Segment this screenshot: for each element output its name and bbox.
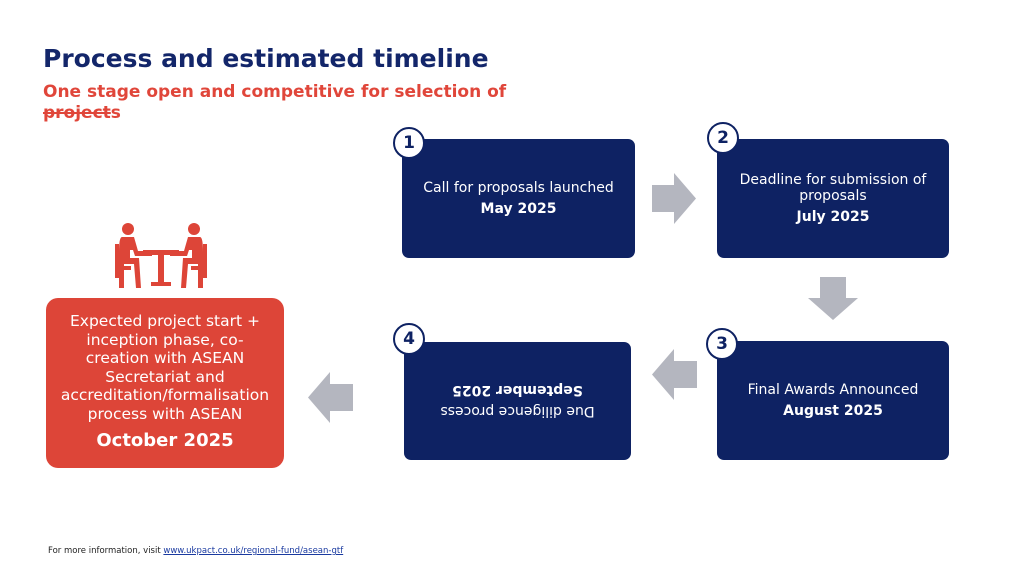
step-4-box: Due diligence process September 2025 — [404, 342, 631, 460]
step-1-box: Call for proposals launched May 2025 — [402, 139, 635, 258]
step-3-text: Final Awards Announced — [747, 382, 919, 398]
final-stage-date: October 2025 — [96, 429, 234, 451]
arrow-left-icon — [308, 372, 353, 423]
step-4-date: September 2025 — [452, 382, 583, 399]
step-4-number: 4 — [393, 323, 425, 355]
step-3-number: 3 — [706, 328, 738, 360]
step-2-text: Deadline for submission of proposals — [739, 172, 927, 204]
step-2-date: July 2025 — [796, 209, 870, 225]
step-2-box: Deadline for submission of proposals Jul… — [717, 139, 949, 258]
step-3-box: Final Awards Announced August 2025 — [717, 341, 949, 460]
footer-note: For more information, visit www.ukpact.c… — [48, 546, 343, 556]
subtitle-end: s — [110, 103, 121, 123]
page-subtitle: One stage open and competitive for selec… — [43, 82, 533, 124]
footer-link[interactable]: www.ukpact.co.uk/regional-fund/asean-gtf — [163, 546, 344, 556]
step-1-date: May 2025 — [480, 201, 557, 217]
step-4-text: Due diligence process — [440, 403, 595, 420]
final-stage-box: Expected project start + inception phase… — [46, 298, 284, 468]
step-1-number: 1 — [393, 127, 425, 159]
final-stage-text: Expected project start + inception phase… — [60, 312, 270, 423]
step-3-date: August 2025 — [783, 403, 883, 419]
page-title: Process and estimated timeline — [43, 44, 489, 73]
subtitle-struck: project — [43, 103, 111, 123]
arrow-down-icon — [808, 277, 858, 320]
step-1-text: Call for proposals launched — [423, 180, 614, 196]
arrow-left-icon — [652, 349, 697, 400]
meeting-icon — [115, 223, 207, 288]
footer-prefix: For more information, visit — [48, 546, 164, 556]
step-2-number: 2 — [707, 122, 739, 154]
arrow-right-icon — [652, 173, 696, 224]
subtitle-main: One stage open and competitive for selec… — [43, 82, 507, 102]
